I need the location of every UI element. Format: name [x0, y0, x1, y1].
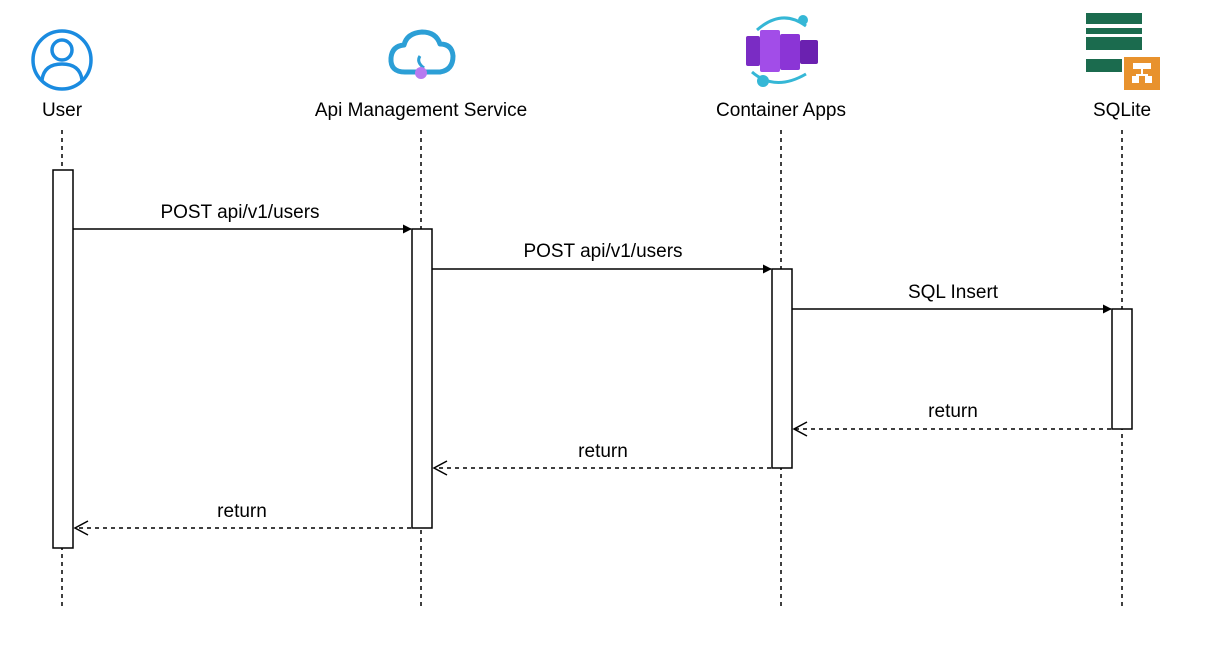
message-label: return	[578, 441, 628, 462]
activation-bar-apim	[411, 228, 433, 529]
message-label: SQL Insert	[908, 282, 999, 303]
message-label: POST api/v1/users	[523, 241, 682, 262]
message-label: return	[217, 501, 267, 522]
participant-label-apim: Api Management Service	[315, 100, 527, 121]
activation-bar-container-apps	[771, 268, 793, 469]
message-label: return	[928, 401, 978, 422]
participant-label-user: User	[42, 100, 83, 121]
participant-label-container-apps: Container Apps	[716, 100, 846, 121]
return-arrowhead	[73, 520, 89, 536]
api-management-icon	[388, 29, 456, 79]
container-apps-icon	[746, 15, 818, 87]
sqlite-database-icon	[1086, 13, 1160, 90]
activation-bar-sqlite	[1111, 308, 1133, 430]
message-label: POST api/v1/users	[160, 202, 319, 223]
activation-bar-user	[52, 169, 74, 549]
return-arrowhead	[792, 421, 808, 437]
participant-label-sqlite: SQLite	[1093, 100, 1151, 121]
return-arrowhead	[432, 460, 448, 476]
user-icon	[31, 29, 93, 91]
